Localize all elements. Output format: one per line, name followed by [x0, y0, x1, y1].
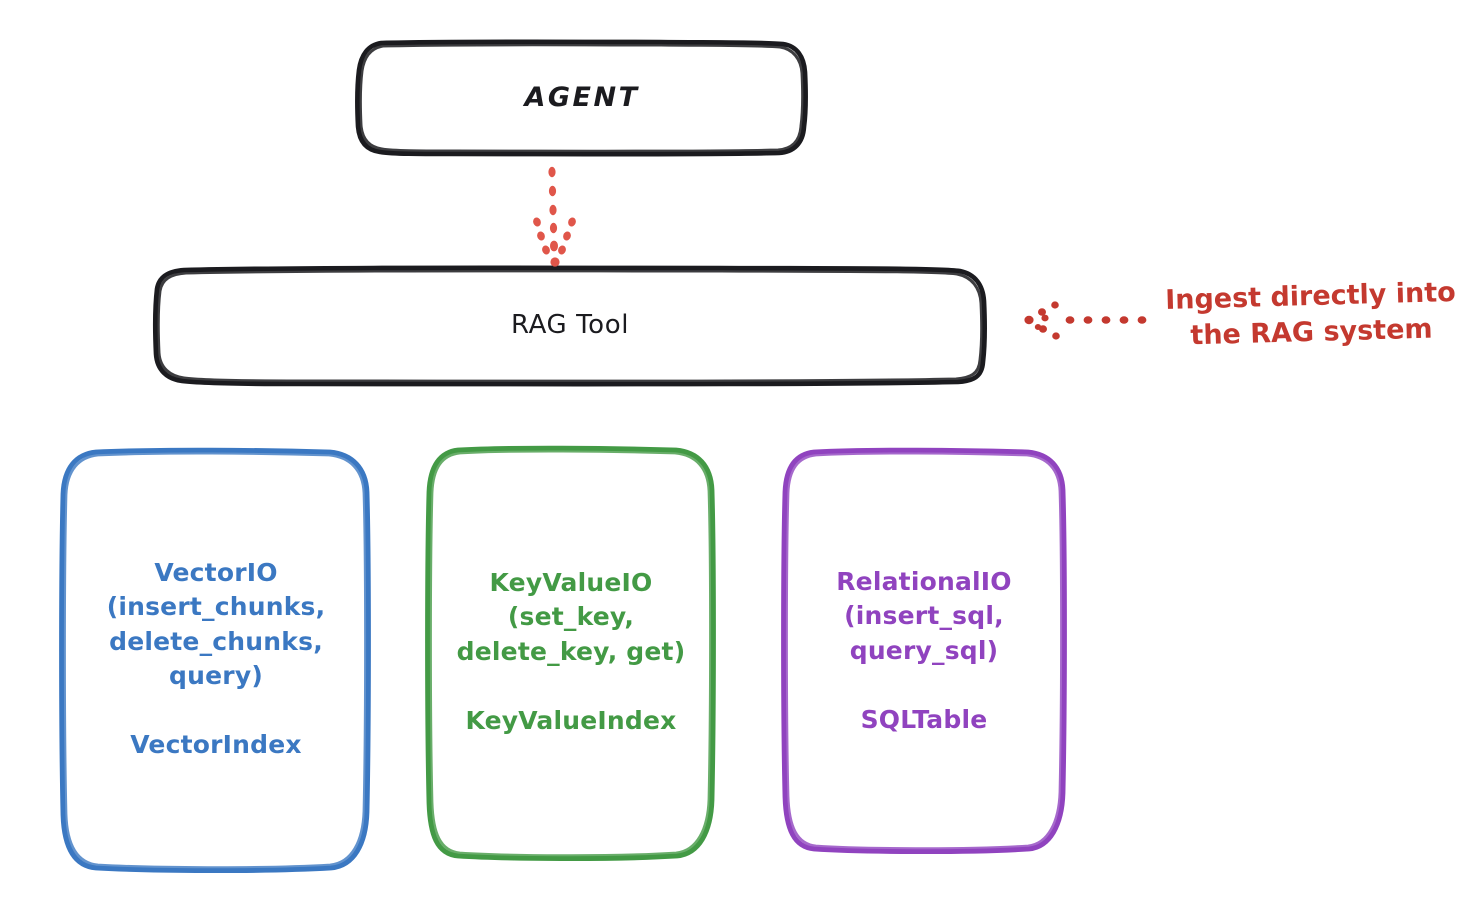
node-key-value-io-label: KeyValueIO (set_key, delete_key, get) Ke… — [456, 567, 686, 735]
relationalio-box-outline — [781, 447, 1067, 855]
node-rag-tool-label: RAG Tool — [510, 309, 630, 340]
node-vector-io-label: VectorIO (insert_chunks, delete_chunks, … — [106, 557, 326, 760]
node-key-value-io[interactable]: KeyValueIO (set_key, delete_key, get) Ke… — [429, 447, 713, 857]
node-relational-io[interactable]: RelationalIO (insert_sql, query_sql) SQL… — [785, 449, 1063, 853]
node-vector-io[interactable]: VectorIO (insert_chunks, delete_chunks, … — [63, 449, 369, 869]
ingest-annotation-text: Ingest directly into the RAG system — [1164, 276, 1457, 352]
keyvalueio-box-outline — [425, 445, 716, 862]
agent-to-rag-tool-arrow — [533, 166, 576, 267]
node-rag-tool[interactable]: RAG Tool — [155, 268, 985, 382]
node-agent-label: AGENT — [524, 82, 640, 114]
node-agent[interactable]: AGENT — [358, 42, 806, 154]
vectorio-box-outline — [59, 447, 371, 874]
rag-tool-box-outline — [153, 265, 987, 387]
node-relational-io-label: RelationalIO (insert_sql, query_sql) SQL… — [836, 566, 1012, 734]
agent-box-outline — [355, 39, 808, 157]
ingest-arrow — [1024, 301, 1147, 340]
